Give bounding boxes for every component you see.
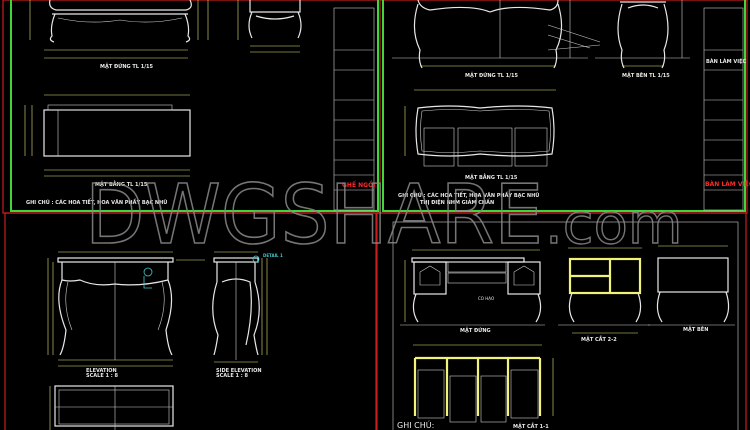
bench-plan-label: MẶT BẰNG TL 1/15: [95, 180, 148, 188]
console-detail-tag: DETAIL 1: [263, 253, 283, 258]
console-side-label: SIDE ELEVATION: [216, 368, 262, 374]
sheet-desk: MẶT ĐỨNG TL 1/15 MẶT BÊN TL 1/15 MẶT BẰN…: [392, 0, 750, 211]
console-elevation: [47, 251, 205, 367]
bench-elevation-label: MẶT ĐỨNG TL 1/15: [100, 63, 154, 70]
section-1-1: [413, 344, 554, 423]
work-desk-front: [400, 249, 545, 326]
note-heading: GHI CHÚ:: [397, 419, 434, 430]
desk-front-elevation: [392, 0, 601, 69]
console-side-elevation: [212, 251, 268, 363]
title-block-2-heading: BÀN LÀM VIỆC: [706, 57, 747, 65]
desk-note-1: GHI CHÚ : CÁC HOA TIẾT, HOA VĂN PHẦY BẠC…: [398, 190, 539, 199]
title-block-1-name: GHẾ NGỒI: [342, 180, 375, 189]
watermark-text: DWGSHARE: [85, 168, 543, 263]
bench-note: GHI CHÚ : CÁC HOA TIẾT, HOA VĂN PHẦY BẠC…: [26, 197, 167, 206]
watermark: DWGSHARE .com: [84, 167, 683, 264]
title-block-2: [703, 7, 744, 211]
desk-side-elevation: [595, 0, 690, 69]
desk-plan-label: MẶT BẰNG TL 1/15: [465, 173, 518, 181]
title-block-1: [333, 7, 375, 211]
title-block-2-name: BÀN LÀM VIỆC: [705, 180, 750, 188]
console-plan: [49, 385, 174, 430]
console-elevation-scale: SCALE 1 : 8: [86, 373, 118, 379]
front-elevation-label: MẶT ĐỨNG: [460, 327, 491, 334]
sheet-bench: MẶT ĐỨNG TL 1/15 MẶT BẰNG TL 1/15 GHI CH…: [24, 0, 375, 211]
desk-elevation-label: MẶT ĐỨNG TL 1/15: [465, 72, 519, 79]
desk-side-label: MẶT BÊN TL 1/15: [622, 71, 670, 79]
sheet-work-desk: MẶT ĐỨNG CO HẠO MẶT CẮT 2-2 MẶT BÊN MẶT …: [397, 245, 735, 430]
sheet-console: ELEVATION SCALE 1 : 8 DETAIL 1 SIDE ELEV…: [47, 251, 283, 430]
front-annotation: CO HẠO: [478, 296, 494, 301]
desk-note-2: THỊ ĐIỆN NHM GIẢM CHẤN: [420, 198, 494, 206]
side-view-label: MẶT BÊN: [683, 325, 708, 333]
section-1-1-label: MẶT CẮT 1-1: [513, 422, 549, 430]
console-elevation-label: ELEVATION: [86, 368, 117, 374]
section-2-2: [558, 247, 650, 334]
watermark-suffix: .com: [545, 192, 682, 257]
bench-side-elevation: [237, 0, 302, 53]
console-side-scale: SCALE 1 : 8: [216, 373, 248, 379]
section-2-2-label: MẶT CẮT 2-2: [581, 335, 617, 343]
desk-plan: [404, 89, 556, 167]
bench-plan: [24, 94, 191, 177]
work-desk-side: [648, 245, 735, 326]
bench-front-elevation: [29, 0, 209, 59]
